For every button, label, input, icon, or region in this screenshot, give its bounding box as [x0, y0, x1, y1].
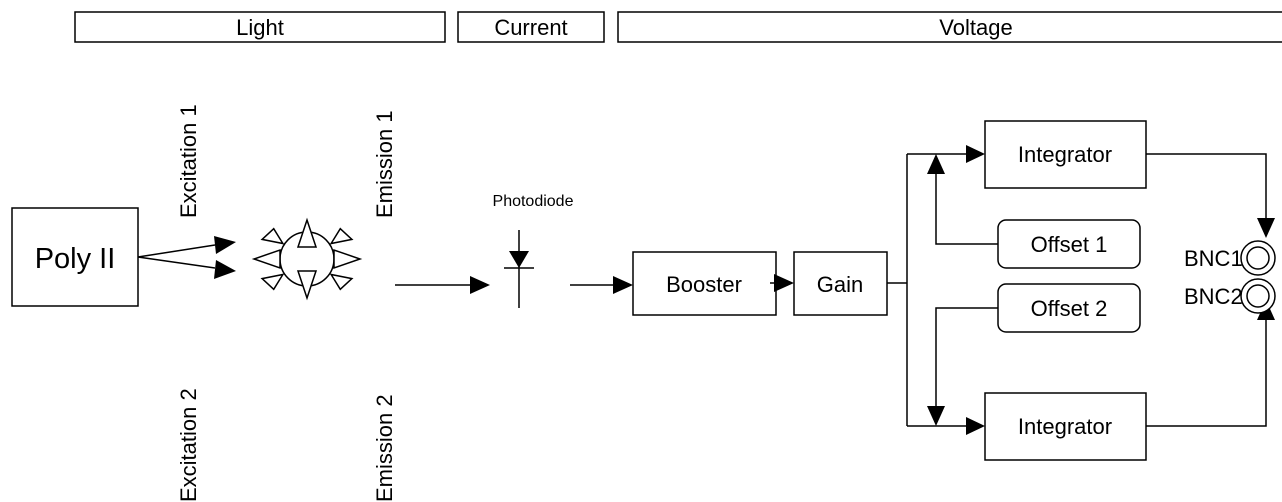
photodiode-label: Photodiode	[493, 193, 574, 210]
integrator-top-to-bnc1	[1146, 153, 1275, 238]
light-source-block: Poly II	[11, 207, 139, 307]
booster-label: Booster	[666, 272, 742, 297]
section-label-light: Light	[236, 15, 284, 40]
integrator-bottom-block: Integrator	[984, 392, 1147, 461]
light-source-label: Poly II	[35, 243, 116, 275]
gain-block: Gain	[793, 251, 888, 316]
excitation-2-label: Excitation 2	[176, 388, 201, 502]
bnc1-label: BNC1	[1184, 246, 1243, 271]
excitation-beams	[137, 236, 236, 279]
section-label-voltage: Voltage	[939, 15, 1012, 40]
offset-2-block: Offset 2	[997, 283, 1141, 333]
integrator-top-block: Integrator	[984, 120, 1147, 189]
integrator-top-label: Integrator	[1018, 142, 1112, 167]
sun-icon	[251, 217, 363, 301]
photodiode-to-booster-arrow	[570, 276, 633, 294]
emission-2-label: Emission 2	[372, 394, 397, 502]
integrator-bottom-label: Integrator	[1018, 414, 1112, 439]
section-header-light: Light	[74, 11, 446, 43]
bnc2-connector-icon	[1240, 278, 1276, 314]
offset-2-connector	[927, 307, 998, 426]
section-label-current: Current	[494, 15, 567, 40]
gain-output-bus	[887, 145, 985, 435]
beam-arrowhead-upper	[214, 236, 236, 254]
offset-1-label: Offset 1	[1031, 232, 1108, 257]
offset-1-connector	[927, 154, 998, 245]
beam-arrowhead-lower	[214, 260, 236, 279]
bnc1-connector-icon	[1240, 240, 1276, 276]
section-header-voltage: Voltage	[617, 11, 1282, 43]
emission-1-label: Emission 1	[372, 110, 397, 218]
integrator-bottom-to-bnc2	[1146, 300, 1275, 427]
photodiode-icon	[504, 230, 534, 308]
booster-block: Booster	[632, 251, 777, 316]
offset-1-block: Offset 1	[997, 219, 1141, 269]
excitation-1-label: Excitation 1	[176, 104, 201, 218]
emission-arrow	[395, 276, 490, 294]
gain-label: Gain	[817, 272, 863, 297]
section-header-current: Current	[457, 11, 605, 43]
booster-to-gain-arrow	[770, 274, 794, 292]
bnc2-label: BNC2	[1184, 284, 1243, 309]
offset-2-label: Offset 2	[1031, 296, 1108, 321]
